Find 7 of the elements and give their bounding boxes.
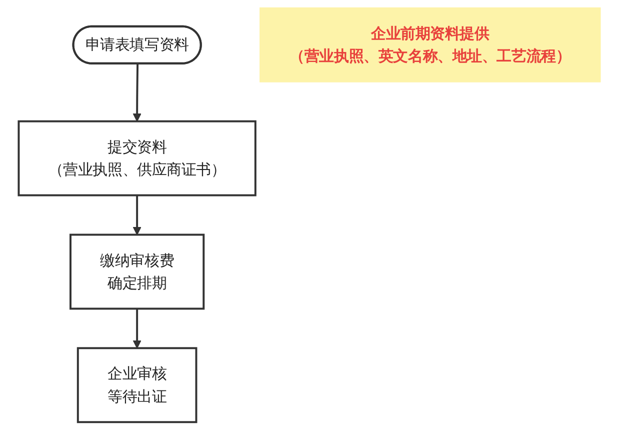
arrow bbox=[132, 195, 142, 236]
node-box: 企业前期资料提供 （营业执照、英文名称、地址、工艺流程） bbox=[260, 7, 601, 82]
arrow bbox=[132, 64, 142, 122]
arrow bbox=[132, 308, 142, 349]
node-box: 提交资料 （营业执照、供应商证书） bbox=[18, 120, 256, 196]
node-box: 企业审核 等待出证 bbox=[76, 347, 198, 424]
node-box: 缴纳审核费 确定排期 bbox=[70, 234, 205, 310]
